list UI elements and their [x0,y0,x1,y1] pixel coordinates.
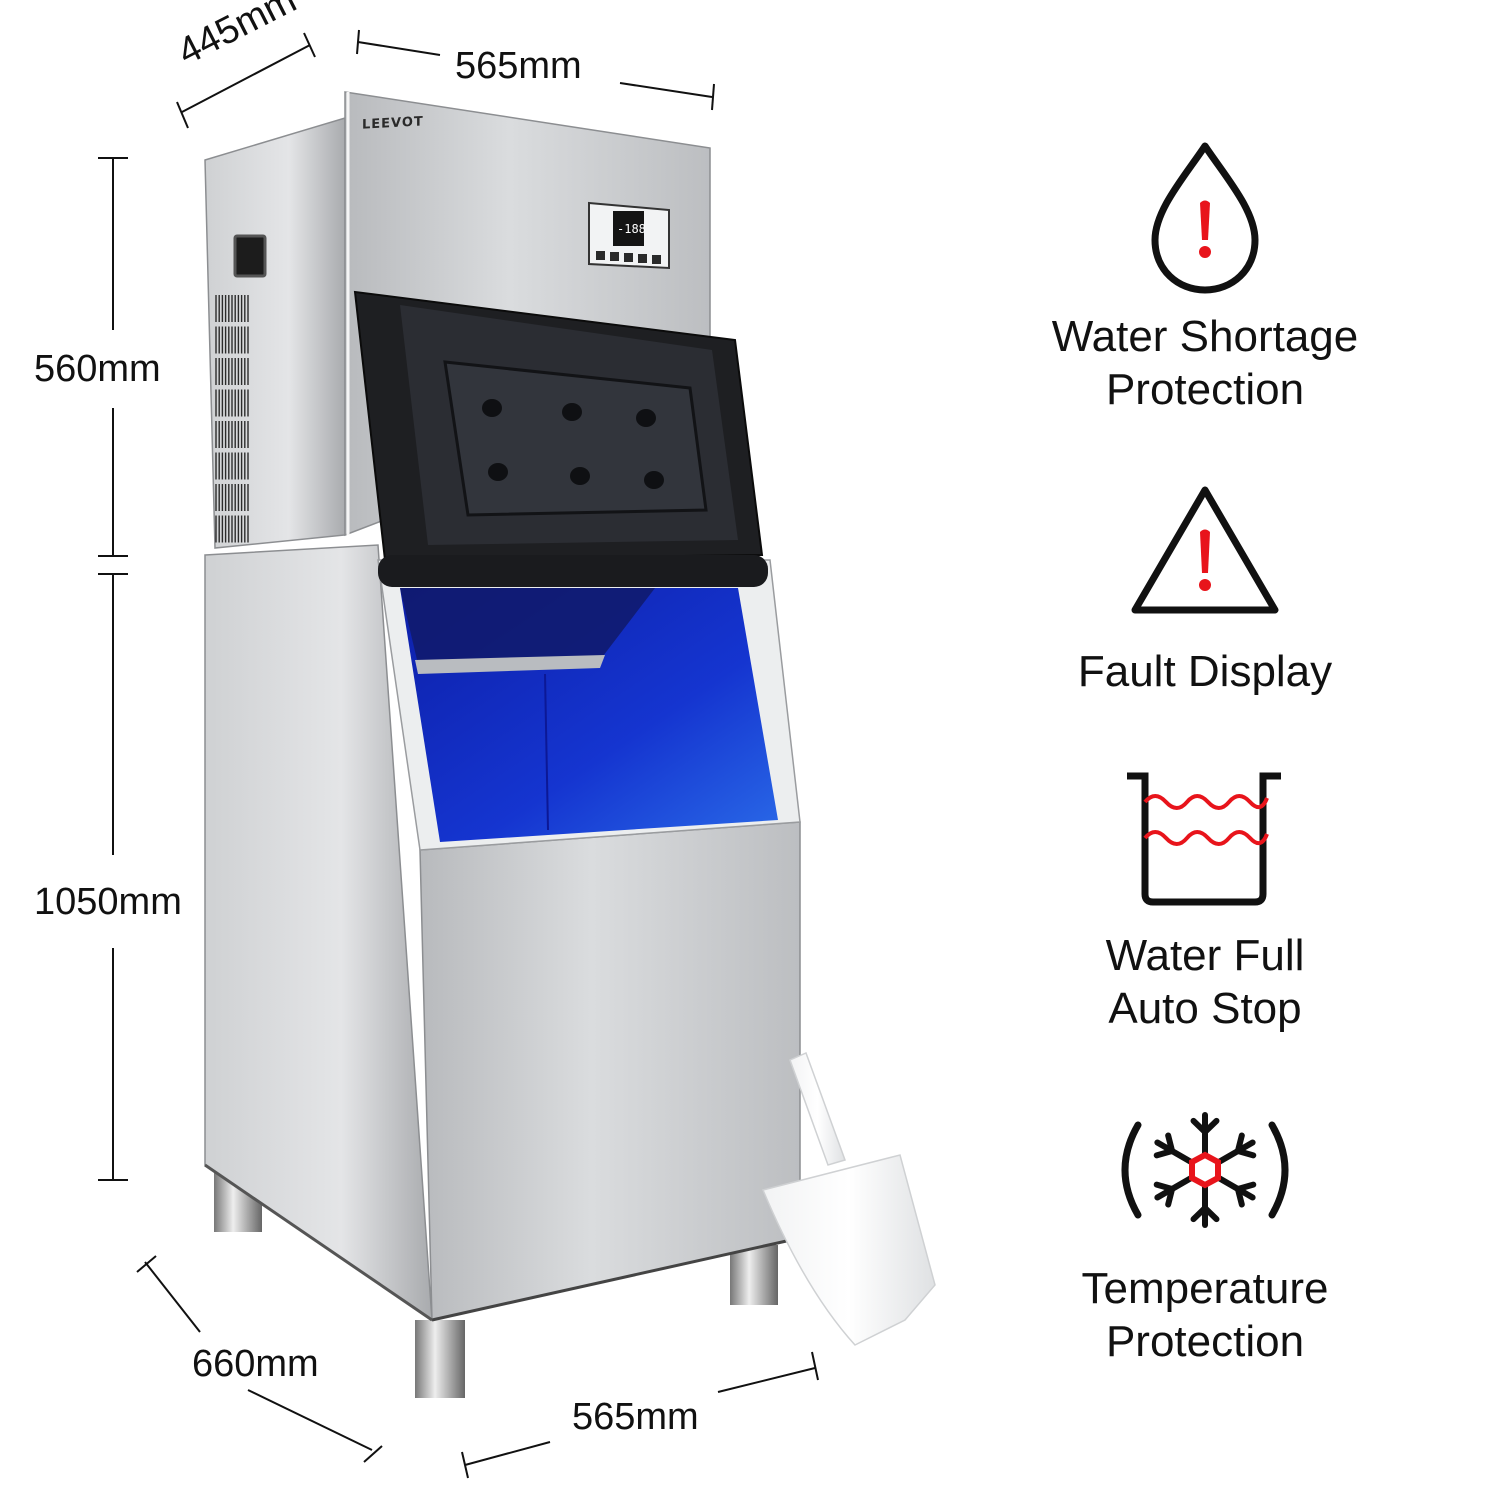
feature-label-line1: Temperature [1081,1264,1329,1313]
dimension-lines [98,29,819,1479]
side-vent-grille [215,295,249,543]
power-button[interactable] [596,251,605,260]
set-button[interactable] [624,253,633,262]
feature-label-line1: Water Full [1105,931,1305,980]
control-display: -188 [617,222,646,236]
feature-fault-display: Fault Display [1020,485,1390,698]
door-hinge-bar [378,555,768,587]
dim-lower-height: 1050mm [34,881,182,923]
door-bumps [482,399,664,489]
warning-triangle-icon [1131,486,1279,614]
door-bump [570,467,590,485]
door-bump [636,409,656,427]
ice-scoop [761,1051,936,1346]
bin-door[interactable] [353,290,768,587]
feature-water-shortage: Water Shortage Protection [1020,140,1390,416]
dim-base-width: 565mm [572,1396,699,1438]
water-tank-waves-icon [1127,772,1281,906]
feature-label-line1: Fault Display [1077,647,1333,696]
leg-back-right [730,1245,778,1305]
feature-label-line2: Auto Stop [1108,984,1302,1033]
door-bump [482,399,502,417]
feature-label-line1: Water Shortage [1051,312,1359,361]
dim-upper-height: 560mm [34,348,161,390]
water-drop-exclamation-icon [1151,142,1259,294]
lower-cabinet-front [419,821,801,1321]
feature-label-line2: Protection [1105,1317,1305,1366]
down-button[interactable] [652,255,661,264]
door-bump [562,403,582,421]
leg-front [415,1320,465,1398]
feature-temperature: Temperature Protection [1020,1110,1390,1368]
dim-base-depth: 660mm [192,1343,319,1385]
up-button[interactable] [638,254,647,263]
door-bump [644,471,664,489]
bin-shelf [415,655,605,674]
door-bump [488,463,508,481]
feature-label-line2: Protection [1105,365,1305,414]
control-panel: -188 [588,201,670,270]
dim-top-width: 565mm [455,45,582,87]
snowflake-hexagon-icon [1121,1112,1289,1228]
mode-button[interactable] [610,252,619,261]
feature-water-full: Water Full Auto Stop [1020,772,1390,1035]
side-handle [233,234,267,278]
